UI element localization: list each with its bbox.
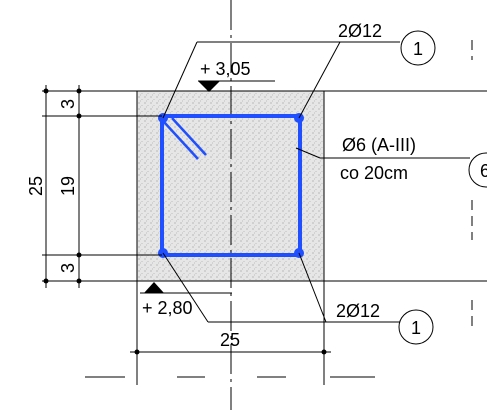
bottom-dimension [130,281,331,385]
svg-text:+ 2,80: + 2,80 [142,298,193,318]
bottom-rebar-leaders [162,252,400,323]
stirrup-leader [295,147,470,159]
left-dimension-ticks [43,88,82,284]
dim-bottom-width: 25 [220,330,240,350]
bottom-rebar-label: 2Ø12 [336,301,380,321]
stirrup-spacing-label: co 20cm [340,163,408,183]
stirrup-spec-label: Ø6 (A-III) [342,135,416,155]
top-level-mark: + 3,05 [198,59,275,92]
stirrup-marker: 6 [468,152,487,188]
dim-left-bottom-cover: 3 [58,263,78,273]
top-rebar-label: 2Ø12 [338,21,382,41]
dim-left-top-cover: 3 [58,99,78,109]
svg-text:6: 6 [480,161,487,181]
svg-text:1: 1 [413,39,423,59]
top-bar-marker: 1 [400,30,436,66]
bottom-dimension-ticks [134,349,327,355]
svg-text:1: 1 [411,318,421,338]
svg-text:+ 3,05: + 3,05 [200,59,251,79]
dim-left-total: 25 [26,176,46,196]
bottom-bar-marker: 1 [398,309,434,345]
bottom-level-mark: + 2,80 [140,282,232,318]
lower-wall-lines [85,376,375,385]
adjacent-slab-lines [324,40,487,330]
dim-left-middle: 19 [58,176,78,196]
stirrup [160,114,302,257]
top-rebar-leaders [162,41,400,119]
